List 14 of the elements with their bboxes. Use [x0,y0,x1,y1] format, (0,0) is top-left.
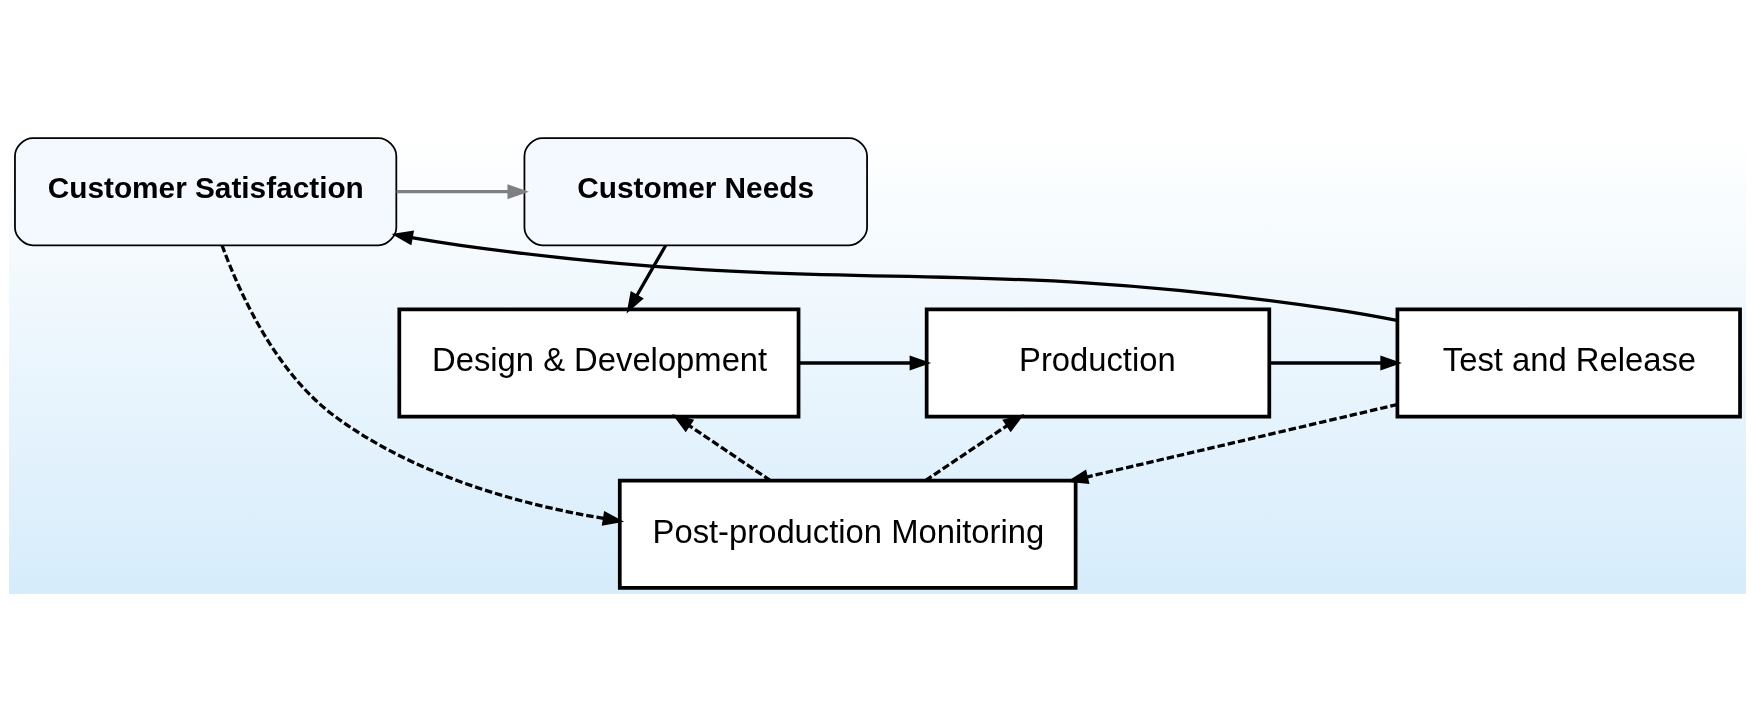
node-box: Customer Satisfaction [13,137,397,247]
arrow [671,414,771,482]
arrow [626,244,667,314]
arrow [1268,355,1402,371]
arrow [391,230,1397,323]
arrow [924,414,1024,482]
node-box: Customer Needs [523,137,868,247]
node-box: Design & Development [396,307,800,419]
arrow [396,184,529,200]
node-box: Test and Release [1395,307,1742,419]
arrow [798,355,931,371]
node-box: Post-production Monitoring [617,478,1077,590]
arrow [220,244,624,526]
node-box: Production [924,307,1271,419]
